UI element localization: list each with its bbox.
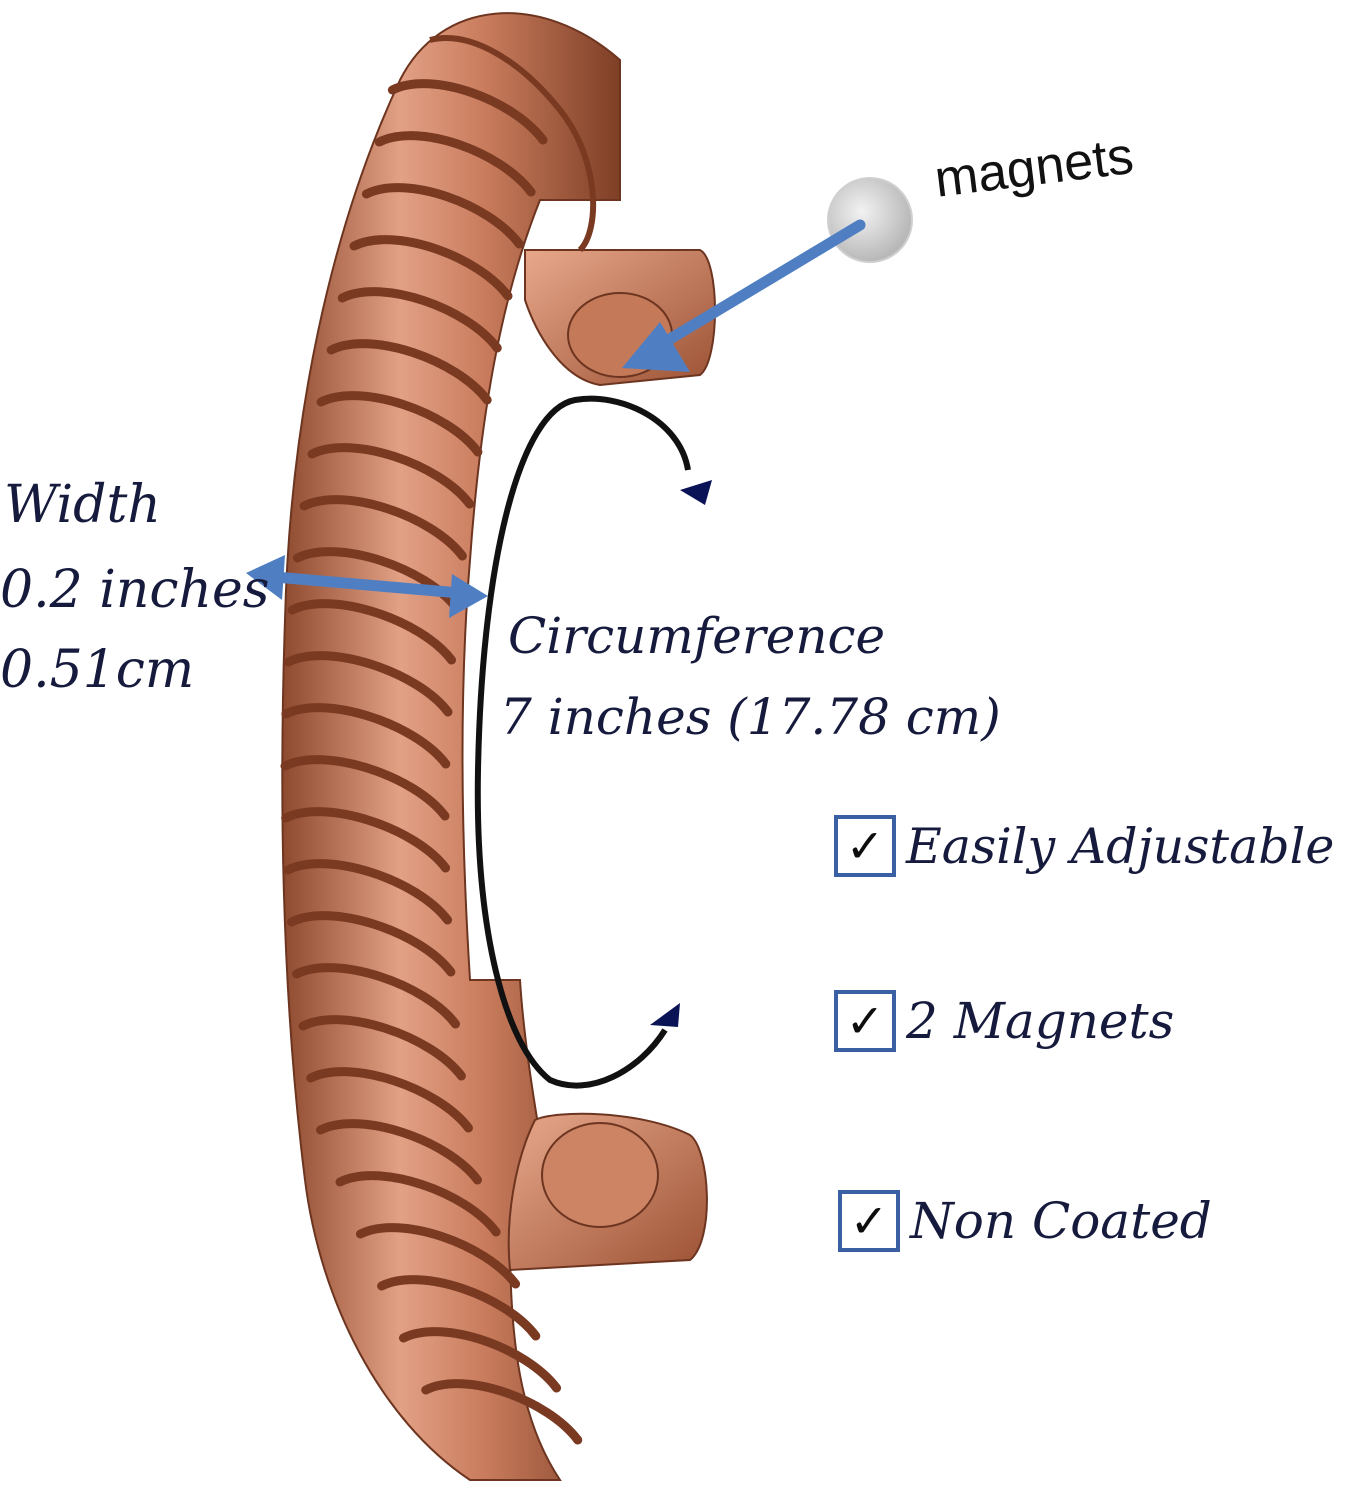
magnet-pointer-arrow — [622, 219, 866, 372]
bracelet — [280, 12, 716, 1481]
feature-label: Easily Adjustable — [906, 817, 1335, 875]
curved-arrow-icon — [474, 395, 712, 1089]
twist-groove — [299, 495, 467, 561]
feature-label: Non Coated — [910, 1192, 1212, 1250]
twist-groove — [398, 1327, 562, 1393]
feature-easily-adjustable: ✓ Easily Adjustable — [834, 815, 1334, 877]
twist-groove — [298, 1015, 466, 1081]
check-icon: ✓ — [838, 1190, 900, 1252]
twist-groove — [326, 339, 492, 405]
twist-groove — [377, 1275, 541, 1341]
twist-groove — [316, 1119, 482, 1185]
twist-groove — [292, 963, 461, 1029]
twist-groove — [283, 859, 453, 925]
width-title: Width — [4, 475, 161, 535]
check-icon: ✓ — [834, 990, 896, 1052]
feature-non-coated: ✓ Non Coated — [838, 1190, 1212, 1252]
twist-groove — [361, 183, 524, 249]
double-arrow-icon — [246, 555, 488, 618]
circumference-title: Circumference — [508, 607, 886, 665]
twist-groove — [281, 703, 451, 769]
twist-groove — [307, 443, 475, 509]
twist-groove — [421, 1379, 583, 1445]
magnet-icon — [827, 177, 913, 263]
circumference-value: 7 inches (17.78 cm) — [500, 688, 1001, 746]
twist-groove — [281, 807, 451, 873]
twist-groove — [316, 391, 483, 457]
width-inches: 0.2 inches — [0, 560, 270, 620]
twist-groove — [283, 651, 453, 717]
twist-groove — [286, 911, 456, 977]
twist-groove — [355, 1223, 521, 1289]
twist-groove — [335, 1171, 501, 1237]
twist-groove — [387, 79, 548, 145]
check-icon: ✓ — [834, 815, 896, 877]
twist-groove — [337, 287, 502, 353]
twist-groove — [280, 755, 450, 821]
twist-groove — [287, 599, 457, 665]
twist-groove — [349, 235, 513, 301]
width-cm: 0.51cm — [0, 640, 195, 700]
twist-groove — [306, 1067, 473, 1133]
twist-groove — [374, 131, 536, 197]
feature-2-magnets: ✓ 2 Magnets — [834, 990, 1174, 1052]
feature-label: 2 Magnets — [906, 992, 1175, 1050]
